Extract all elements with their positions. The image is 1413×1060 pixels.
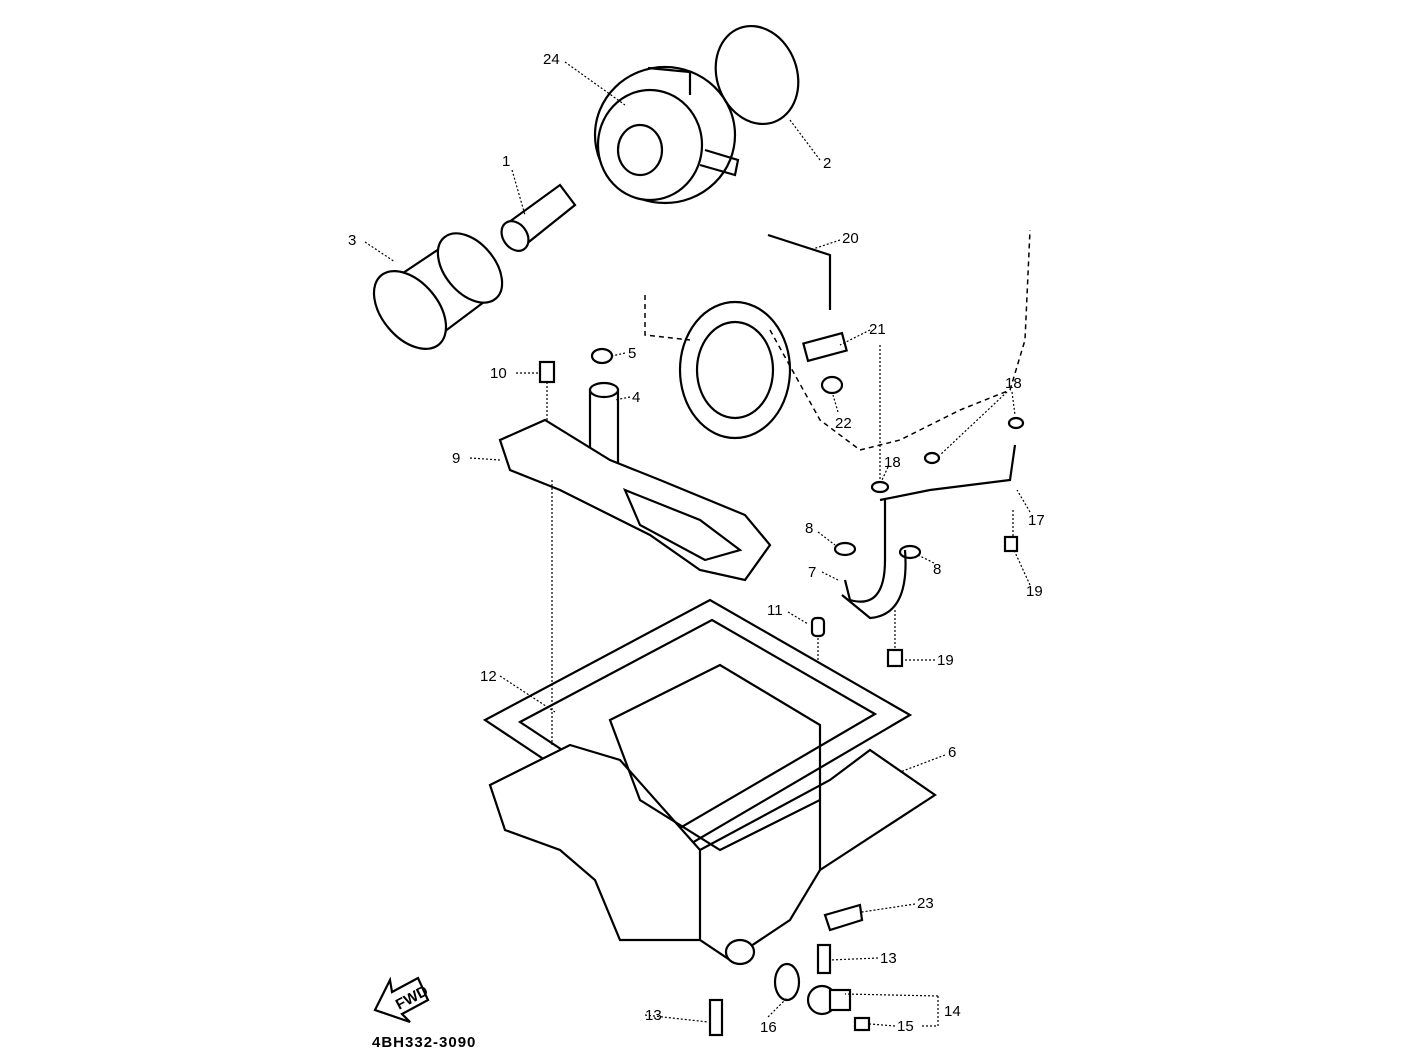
callout-23: 23: [917, 895, 934, 912]
callout-13b: 13: [645, 1007, 662, 1024]
callout-8: 8: [805, 520, 813, 537]
callout-5: 5: [628, 345, 636, 362]
union-bolt-part-1: [500, 183, 577, 252]
callout-18: 18: [1005, 375, 1022, 392]
delivery-pipe-part-7-17: [833, 416, 1025, 620]
callout-13: 13: [880, 950, 897, 967]
pipe-part-20: [767, 233, 832, 310]
oil-filter-part-3: [372, 232, 504, 350]
o-ring-part-22: [820, 375, 844, 395]
callout-12: 12: [480, 668, 497, 685]
callout-10: 10: [490, 365, 507, 382]
bolt-part-19: [1003, 535, 1019, 553]
callout-14: 14: [944, 1003, 961, 1020]
crankcase-boss-inner: [695, 320, 775, 420]
callout-3: 3: [348, 232, 356, 249]
callout-21: 21: [869, 321, 886, 338]
gasket-part-16: [773, 962, 801, 1002]
callout-7: 7: [808, 564, 816, 581]
crankcase-boss: [678, 300, 792, 440]
callout-8b: 8: [933, 561, 941, 578]
screw-part-15: [853, 1016, 871, 1032]
oil-level-gauge-part-14: [806, 984, 852, 1016]
forward-arrow-icon: FWD: [373, 976, 431, 1024]
o-ring-part-5: [590, 347, 614, 365]
callout-20: 20: [842, 230, 859, 247]
callouts: 24 2 1 20 3 21 5 10 4 18 22 9 18 17 8 8 …: [348, 51, 1045, 1036]
crankcase-outline: [644, 229, 1031, 451]
callout-24: 24: [543, 51, 560, 68]
bolt-part-13: [816, 943, 832, 975]
baffle-part-9: [498, 418, 772, 582]
callout-2: 2: [823, 155, 831, 172]
damper-part-21: [802, 331, 848, 363]
leader-lines: [364, 61, 1031, 1027]
callout-19b: 19: [937, 652, 954, 669]
bracket-part-23: [823, 903, 864, 932]
callout-22: 22: [835, 415, 852, 432]
callout-1: 1: [502, 153, 510, 170]
callout-6: 6: [948, 744, 956, 761]
callout-9: 9: [452, 450, 460, 467]
callout-18b: 18: [884, 454, 901, 471]
callout-4: 4: [632, 389, 640, 406]
bolt-part-19b: [886, 648, 904, 668]
callout-19: 19: [1026, 583, 1043, 600]
callout-16: 16: [760, 1019, 777, 1036]
bolt-part-13b: [708, 998, 724, 1037]
oil-cooler-part-24: [593, 65, 740, 205]
dowel-part-11: [810, 616, 826, 638]
callout-17: 17: [1028, 512, 1045, 529]
o-ring-part-2: [714, 24, 800, 126]
diagram-code: 4BH332-3090: [372, 1034, 476, 1051]
oil-pan-part-6: [488, 663, 937, 966]
callout-15: 15: [897, 1018, 914, 1035]
assembly-lines: [817, 345, 1014, 680]
baffle-inner: [622, 487, 743, 562]
callout-11: 11: [767, 602, 783, 619]
